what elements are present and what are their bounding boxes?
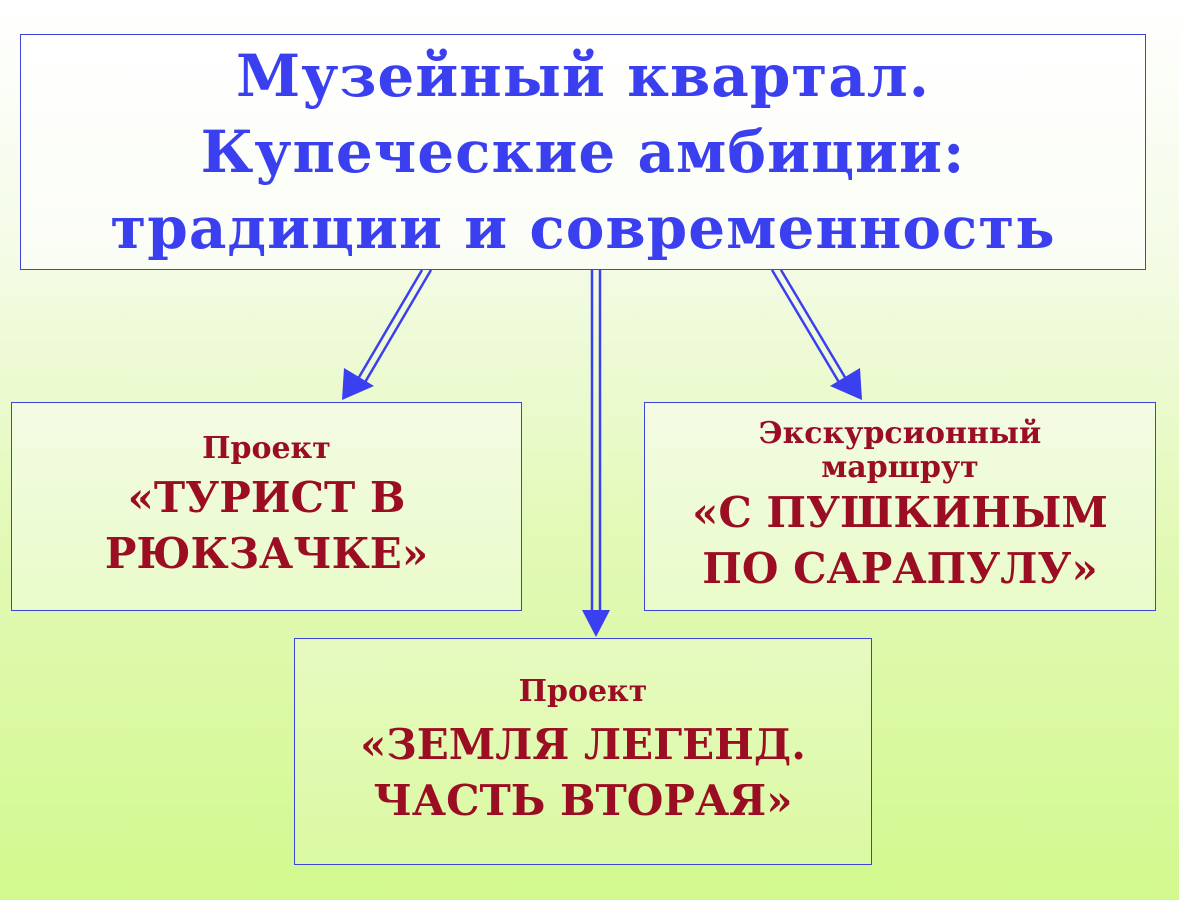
title-box: Музейный квартал. Купеческие амбиции: тр… [20, 34, 1146, 270]
excursion-route-name-line-2: ПО САРАПУЛУ» [702, 543, 1098, 593]
title-line-1: Музейный квартал. [236, 42, 930, 110]
arrow-to-right-box [770, 269, 851, 385]
arrow-head-left [342, 368, 374, 400]
project-tourist-name-line-1: «ТУРИСТ В [127, 472, 406, 522]
project-tourist-name-line-2: РЮКЗАЧКЕ» [104, 528, 429, 578]
excursion-route-name-line-1: «С ПУШКИНЫМ [692, 487, 1108, 537]
project-legends-name-line-1: «ЗЕМЛЯ ЛЕГЕНД. [360, 719, 806, 769]
excursion-route-box: Экскурсионный маршрут «С ПУШКИНЫМ ПО САР… [644, 402, 1156, 611]
excursion-route-label-line-1: Экскурсионный [758, 415, 1042, 451]
project-legends-box: Проект «ЗЕМЛЯ ЛЕГЕНД. ЧАСТЬ ВТОРАЯ» [294, 638, 872, 865]
excursion-route-label-line-2: маршрут [821, 449, 979, 485]
project-legends-label: Проект [518, 673, 648, 709]
arrow-head-bottom [582, 610, 610, 637]
project-legends-name-line-2: ЧАСТЬ ВТОРАЯ» [373, 775, 793, 825]
project-tourist-label: Проект [202, 430, 331, 466]
title-line-2: Купеческие амбиции: [200, 118, 966, 186]
arrow-head-right [830, 368, 862, 400]
arrow-to-bottom-box [590, 270, 602, 614]
project-tourist-box: Проект «ТУРИСТ В РЮКЗАЧКЕ» [11, 402, 522, 611]
title-line-3: традиции и современность [110, 194, 1056, 262]
arrow-to-left-box [353, 269, 433, 385]
